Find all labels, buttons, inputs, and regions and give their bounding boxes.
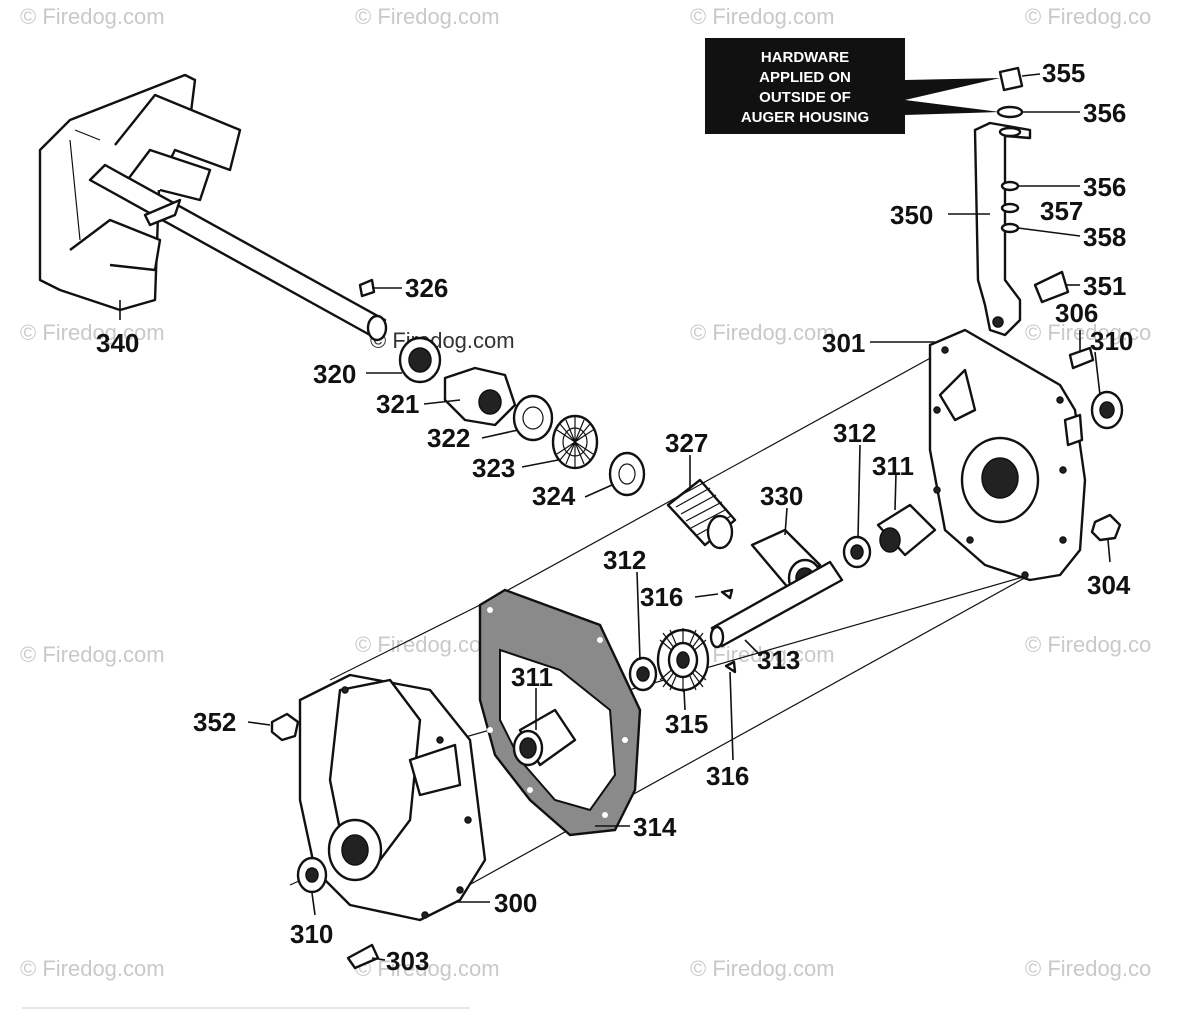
label-301: 301 xyxy=(822,328,865,358)
watermark: © Firedog.com xyxy=(690,320,835,345)
gasket xyxy=(478,588,642,837)
label-326: 326 xyxy=(405,273,448,303)
label-355: 355 xyxy=(1042,58,1085,88)
hardware-note: HARDWARE APPLIED ON OUTSIDE OF AUGER HOU… xyxy=(705,38,1000,134)
auger-bearing-stack xyxy=(358,278,646,497)
label-327: 327 xyxy=(665,428,708,458)
watermark-layer: © Firedog.com © Firedog.com © Firedog.co… xyxy=(20,4,1151,981)
label-306: 306 xyxy=(1055,298,1098,328)
right-gear-housing xyxy=(928,328,1087,582)
label-356: 356 xyxy=(1083,172,1126,202)
label-356: 356 xyxy=(1083,98,1126,128)
label-357: 357 xyxy=(1040,196,1083,226)
label-323: 323 xyxy=(472,453,515,483)
callout-labels: 355 356 356 357 358 350 351 306 310 301 … xyxy=(96,58,1133,976)
note-line-2: APPLIED ON xyxy=(759,69,851,86)
watermark: © Firedog.com xyxy=(20,4,165,29)
right-bushing-set xyxy=(842,503,937,569)
leader-lines xyxy=(119,73,1111,961)
label-314: 314 xyxy=(633,812,677,842)
label-330: 330 xyxy=(760,481,803,511)
gear-set xyxy=(628,588,737,692)
label-315: 315 xyxy=(665,709,708,739)
label-316: 316 xyxy=(706,761,749,791)
label-324: 324 xyxy=(532,481,576,511)
watermark: © Firedog.co xyxy=(1025,320,1151,345)
label-320: 320 xyxy=(313,359,356,389)
label-358: 358 xyxy=(1083,222,1126,252)
watermark-inline: © Firedog.com xyxy=(370,328,515,353)
label-340: 340 xyxy=(96,328,139,358)
label-321: 321 xyxy=(376,389,419,419)
watermark: © Firedog.com xyxy=(355,956,500,981)
watermark: © Firedog.com xyxy=(20,642,165,667)
watermark: © Firedog.com xyxy=(690,4,835,29)
watermark: © Firedog.com xyxy=(355,4,500,29)
watermark: © Firedog.co xyxy=(1025,632,1151,657)
worm-and-bushing xyxy=(666,478,844,649)
label-350: 350 xyxy=(890,200,933,230)
watermark: © Firedog.com xyxy=(690,956,835,981)
watermark: © Firedog.co xyxy=(1025,4,1151,29)
watermark: © Firedog.com xyxy=(355,632,500,657)
label-310: 310 xyxy=(290,919,333,949)
label-312: 312 xyxy=(603,545,646,575)
note-line-1: HARDWARE xyxy=(761,49,849,66)
watermark: © Firedog.com xyxy=(20,956,165,981)
label-311: 311 xyxy=(872,451,914,481)
label-322: 322 xyxy=(427,423,470,453)
label-351: 351 xyxy=(1083,271,1126,301)
auger-assembly xyxy=(38,73,388,342)
label-312: 312 xyxy=(833,418,876,448)
label-300: 300 xyxy=(494,888,537,918)
watermark: © Firedog.co xyxy=(1025,956,1151,981)
support-rod xyxy=(973,66,1124,542)
label-310: 310 xyxy=(1090,326,1133,356)
label-303: 303 xyxy=(386,946,429,976)
note-line-4: AUGER HOUSING xyxy=(741,109,869,126)
left-gear-housing xyxy=(270,673,487,970)
watermark: © Firedog.com xyxy=(20,320,165,345)
label-352: 352 xyxy=(193,707,236,737)
label-316: 316 xyxy=(640,582,683,612)
note-line-3: OUTSIDE OF xyxy=(759,89,851,106)
label-304: 304 xyxy=(1087,570,1131,600)
label-313: 313 xyxy=(757,645,800,675)
label-311: 311 xyxy=(511,662,553,692)
